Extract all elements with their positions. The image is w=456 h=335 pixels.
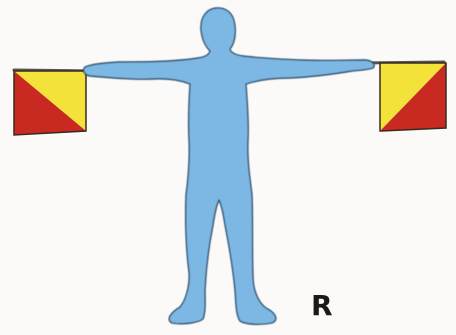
right-flag-icon xyxy=(358,62,446,131)
semaphore-letter: R xyxy=(311,292,333,320)
left-flag-icon xyxy=(14,70,98,135)
person-silhouette-icon xyxy=(84,8,375,324)
